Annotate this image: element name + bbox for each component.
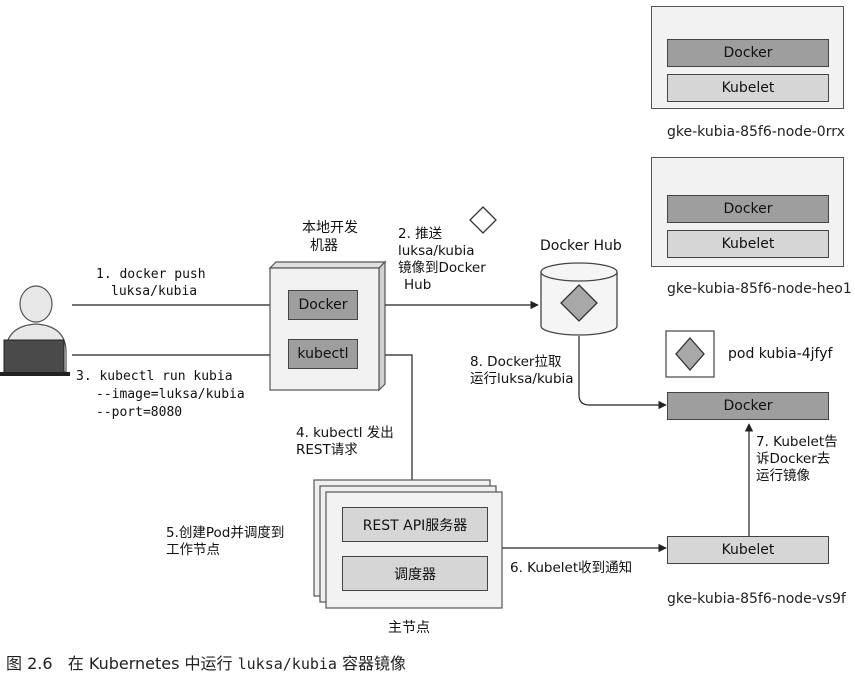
- docker-bar: Docker: [667, 39, 829, 67]
- step-3-label-2: --image=luksa/kubia: [96, 387, 245, 402]
- step-3-label-3: --port=8080: [96, 405, 183, 420]
- step-2-label-4: Hub: [404, 277, 432, 293]
- kubelet-bar: Kubelet: [667, 230, 829, 258]
- caption-code: luksa/kubia: [237, 655, 337, 673]
- caption-suffix: 容器镜像: [336, 654, 407, 673]
- step-7-label-3: 运行镜像: [756, 468, 810, 484]
- node-label: gke-kubia-85f6-node-heo1: [667, 281, 852, 297]
- step-6-label: 6. Kubelet收到通知: [510, 560, 633, 576]
- node-label: gke-kubia-85f6-node-vs9f: [667, 591, 846, 607]
- step-3-label: 3. kubectl run kubia: [76, 369, 233, 384]
- step-5-label: 5.创建Pod并调度到: [166, 525, 285, 541]
- step-5-label-2: 工作节点: [166, 542, 220, 558]
- image-diamond-icon: [469, 206, 497, 234]
- step-4-label: 4. kubectl 发出: [296, 425, 394, 441]
- user-icon: [0, 285, 70, 376]
- master-label: 主节点: [388, 620, 430, 636]
- step-8-label-2: 运行luksa/kubia: [470, 371, 574, 387]
- step-1-label-2: luksa/kubia: [111, 284, 198, 299]
- local-machine-title-2: 机器: [310, 238, 338, 254]
- step-2-label-2: luksa/kubia: [398, 243, 475, 259]
- kubectl-bar: kubectl: [288, 339, 358, 369]
- scheduler-bar: 调度器: [342, 556, 488, 591]
- local-machine-title: 本地开发: [302, 220, 358, 236]
- node-label: gke-kubia-85f6-node-0rrx: [667, 124, 845, 140]
- step-8-label: 8. Docker拉取: [470, 354, 562, 370]
- kubelet-bar: Kubelet: [667, 536, 829, 564]
- rest-api-bar: REST API服务器: [342, 507, 488, 542]
- local-docker-bar: Docker: [288, 290, 358, 320]
- step-7-label: 7. Kubelet告: [756, 434, 838, 450]
- docker-bar: Docker: [667, 392, 829, 420]
- figure-caption: 图 2.6 在 Kubernetes 中运行 luksa/kubia 容器镜像: [6, 650, 406, 674]
- step-2-label: 2. 推送: [398, 226, 443, 242]
- step-2-label-3: 镜像到Docker: [398, 260, 486, 276]
- image-diamond-icon: [560, 284, 598, 322]
- step-1-label: 1. docker push: [96, 267, 206, 282]
- step-4-label-2: REST请求: [296, 442, 358, 458]
- pod-label: pod kubia-4jfyf: [728, 346, 833, 362]
- kubelet-bar: Kubelet: [667, 74, 829, 102]
- caption-prefix: 图 2.6 在 Kubernetes 中运行: [6, 654, 238, 673]
- image-diamond-icon: [675, 337, 705, 371]
- docker-hub-label: Docker Hub: [540, 238, 622, 254]
- local-machine-box: [268, 260, 387, 392]
- docker-bar: Docker: [667, 195, 829, 223]
- step-7-label-2: 诉Docker去: [756, 451, 831, 467]
